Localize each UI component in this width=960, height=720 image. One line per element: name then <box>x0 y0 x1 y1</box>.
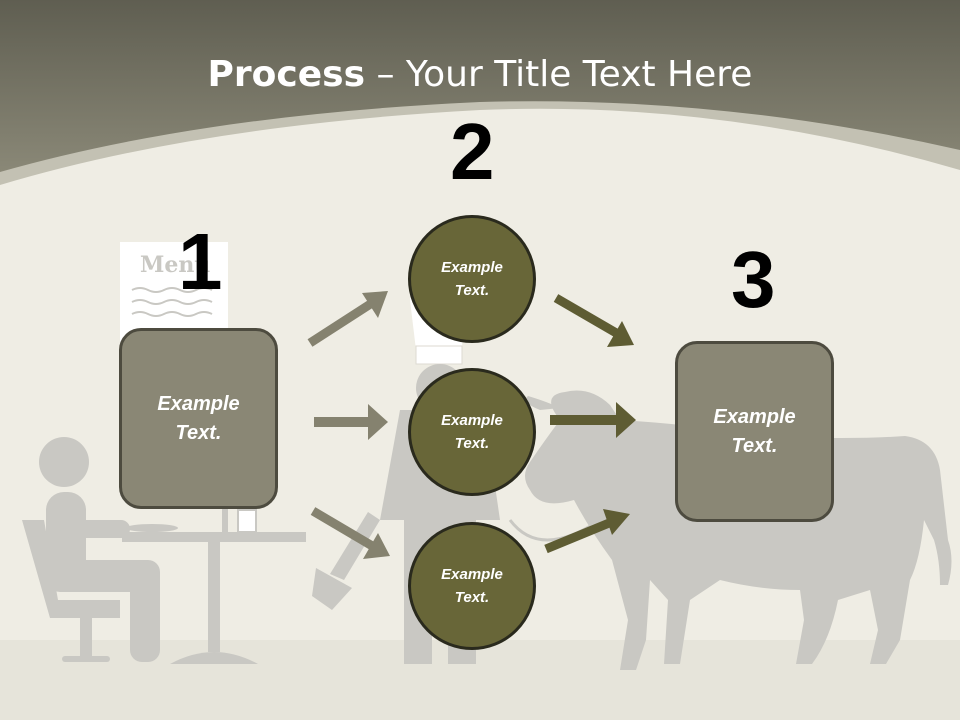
step-1-box: Example Text. <box>119 328 278 509</box>
step-number-3: 3 <box>731 235 776 324</box>
step-2-circle-middle: Example Text. <box>408 368 536 496</box>
step-3-box: Example Text. <box>675 341 834 522</box>
diner-silhouette <box>22 437 160 662</box>
step-number-2: 2 <box>450 107 495 196</box>
step-2-circle-bottom: Example Text. <box>408 522 536 650</box>
table-silhouette <box>122 505 306 664</box>
slide-title-rest: – Your Title Text Here <box>365 54 753 95</box>
slide-title: Process – Your Title Text Here <box>0 50 960 100</box>
header-band <box>0 0 960 172</box>
slide-title-bold: Process <box>207 54 366 95</box>
step-2-circle-top: Example Text. <box>408 215 536 343</box>
menu-card-text: Menu <box>140 252 210 278</box>
menu-card-illustration: Menu <box>120 242 228 342</box>
step-number-1: 1 <box>178 217 223 306</box>
